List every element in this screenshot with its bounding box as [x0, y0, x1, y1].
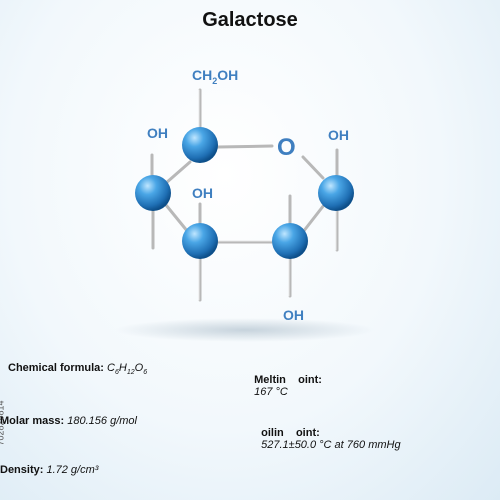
molecule-shadow — [115, 318, 375, 342]
carbon-atom-c2 — [272, 223, 308, 259]
bond-c5-c4 — [164, 160, 192, 185]
page-title: Galactose — [202, 9, 298, 31]
density: Density: 1.72 g/cm³ — [0, 464, 99, 476]
bond-c5-o — [216, 144, 274, 149]
oh-label-bottom: OH — [283, 307, 304, 323]
carbon-atom-c4 — [135, 175, 171, 211]
oh-label-upper-left: OH — [147, 125, 168, 141]
bonds — [150, 88, 339, 302]
carbon-atom-c1 — [318, 175, 354, 211]
oh-label-upper-right: OH — [328, 127, 349, 143]
melting-point: Meltin oint: 167 °C — [254, 374, 322, 398]
carbon-atom-c5 — [182, 127, 218, 163]
ring-oxygen-label: O — [277, 134, 296, 161]
ch2oh-label: CH2OH — [192, 67, 238, 86]
oh-label-middle: OH — [192, 185, 213, 201]
carbon-atom-c3 — [182, 223, 218, 259]
stock-id-watermark: 702825814 — [0, 400, 6, 446]
boiling-point: oilin oint: 527.1±50.0 °C at 760 mmHg — [261, 427, 401, 451]
bond-c4-c3 — [164, 203, 190, 234]
bond-c2-c1 — [301, 203, 326, 234]
chemical-formula: Chemical formula: C6H12O6 — [8, 362, 148, 377]
molar-mass: Molar mass: 180.156 g/mol — [0, 415, 137, 427]
bond-o-c1 — [301, 155, 325, 180]
